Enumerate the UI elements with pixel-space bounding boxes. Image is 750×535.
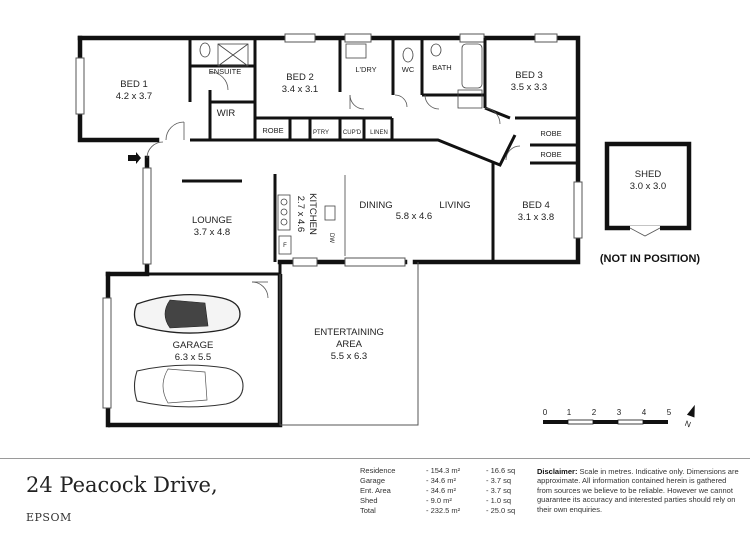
dishwasher-label: DW <box>328 233 334 243</box>
area-row: Residence - 154.3 m² - 16.6 sq <box>360 466 520 476</box>
lounge-label: LOUNGE <box>192 215 232 226</box>
disclaimer-heading: Disclaimer: <box>537 467 578 476</box>
bed3-dims: 3.5 x 3.3 <box>511 82 547 93</box>
disclaimer: Disclaimer: Scale in metres. Indicative … <box>537 467 742 514</box>
property-suburb: EPSOM <box>26 511 72 524</box>
kitchen-dims: 2.7 x 4.6 <box>295 196 306 232</box>
scale-tick-2: 2 <box>592 408 597 417</box>
lounge-dims: 3.7 x 4.8 <box>194 227 230 238</box>
windows <box>75 33 583 267</box>
scale-tick-4: 4 <box>642 408 647 417</box>
linen-label: LINEN <box>370 130 388 136</box>
scale-tick-5: 5 <box>667 408 672 417</box>
disclaimer-text: Scale in metres. Indicative only. Dimens… <box>537 467 739 514</box>
bed3-robe-label: ROBE <box>540 129 561 138</box>
bed1-label: BED 1 <box>120 79 147 90</box>
door-swings <box>146 71 521 299</box>
area-sq: - 1.0 sq <box>486 496 512 505</box>
kitchen-label: KITCHEN <box>307 193 318 235</box>
area-row: Garage - 34.6 m² - 3.7 sq <box>360 476 520 486</box>
area-row: Total - 232.5 m² - 25.0 sq <box>360 506 520 516</box>
garage-door <box>102 297 112 409</box>
laundry-label: L'DRY <box>355 65 376 74</box>
area-sqm: - 34.6 m² <box>426 486 457 495</box>
bed1-dims: 4.2 x 3.7 <box>116 91 152 102</box>
area-label: Garage <box>360 476 386 485</box>
bed4-dims: 3.1 x 3.8 <box>518 212 554 223</box>
entry-arrow-icon <box>128 152 141 164</box>
shed-dims: 3.0 x 3.0 <box>630 181 666 192</box>
entertaining-outline <box>279 262 419 426</box>
entertaining-label-line1: ENTERTAINING <box>314 327 384 338</box>
shed-not-in-position-note: (NOT IN POSITION) <box>600 253 701 265</box>
bed2-dims: 3.4 x 3.1 <box>282 84 318 95</box>
living-label: LIVING <box>439 200 470 211</box>
interior-walls <box>147 38 578 276</box>
wir-label: WIR <box>217 108 236 119</box>
area-label: Ent. Area <box>360 486 391 495</box>
property-address: 24 Peacock Drive, <box>26 473 218 497</box>
garage-label: GARAGE <box>173 340 214 351</box>
area-sq: - 3.7 sq <box>486 486 512 495</box>
car-icon-dark <box>133 293 241 334</box>
floor-plan: BED 1 4.2 x 3.7 ENSUITE WIR BED 2 3.4 x … <box>75 33 701 430</box>
bath-label: BATH <box>432 63 451 72</box>
area-row: Shed - 9.0 m² - 1.0 sq <box>360 496 520 506</box>
bed4-label: BED 4 <box>522 200 549 211</box>
footer-divider <box>0 458 750 459</box>
wc-label: WC <box>402 65 415 74</box>
bed3-label: BED 3 <box>515 70 542 81</box>
garage-dims: 6.3 x 5.5 <box>175 352 211 363</box>
north-label: N <box>684 419 693 430</box>
exterior-walls <box>77 35 581 428</box>
car-icon-light <box>133 364 244 408</box>
cupd-label: CUP'D <box>343 130 362 136</box>
ensuite-label: ENSUITE <box>209 67 242 76</box>
entertaining-dims: 5.5 x 6.3 <box>331 351 367 362</box>
scale-tick-1: 1 <box>567 408 572 417</box>
ptry-label: PTRY <box>313 130 329 136</box>
area-sqm: - 34.6 m² <box>426 476 457 485</box>
area-row: Ent. Area - 34.6 m² - 3.7 sq <box>360 486 520 496</box>
area-label: Shed <box>360 496 378 505</box>
dining-label: DINING <box>359 200 392 211</box>
bed2-label: BED 2 <box>286 72 313 83</box>
area-summary-table: Residence - 154.3 m² - 16.6 sq Garage - 34.… <box>360 466 520 516</box>
bed2-robe-label: ROBE <box>262 126 283 135</box>
area-sqm: - 232.5 m² <box>426 506 461 515</box>
area-sqm: - 9.0 m² <box>426 496 452 505</box>
scale-tick-0: 0 <box>543 408 548 417</box>
area-label: Total <box>360 506 376 515</box>
area-sqm: - 154.3 m² <box>426 466 461 475</box>
area-label: Residence <box>360 466 396 475</box>
fridge-label: F <box>283 243 287 249</box>
shed-outline <box>604 141 692 237</box>
scale-tick-3: 3 <box>617 408 622 417</box>
area-sq: - 25.0 sq <box>486 506 516 515</box>
area-sq: - 16.6 sq <box>486 466 516 475</box>
dining-living-dims: 5.8 x 4.6 <box>396 211 432 222</box>
entertaining-label-line2: AREA <box>336 339 363 350</box>
bathroom-fixtures <box>199 42 483 256</box>
bed4-robe-label: ROBE <box>540 150 561 159</box>
north-arrow-icon: N <box>684 404 695 430</box>
scale-bar: 0 1 2 3 4 5 <box>543 408 672 425</box>
shed-label: SHED <box>635 169 662 180</box>
area-sq: - 3.7 sq <box>486 476 512 485</box>
